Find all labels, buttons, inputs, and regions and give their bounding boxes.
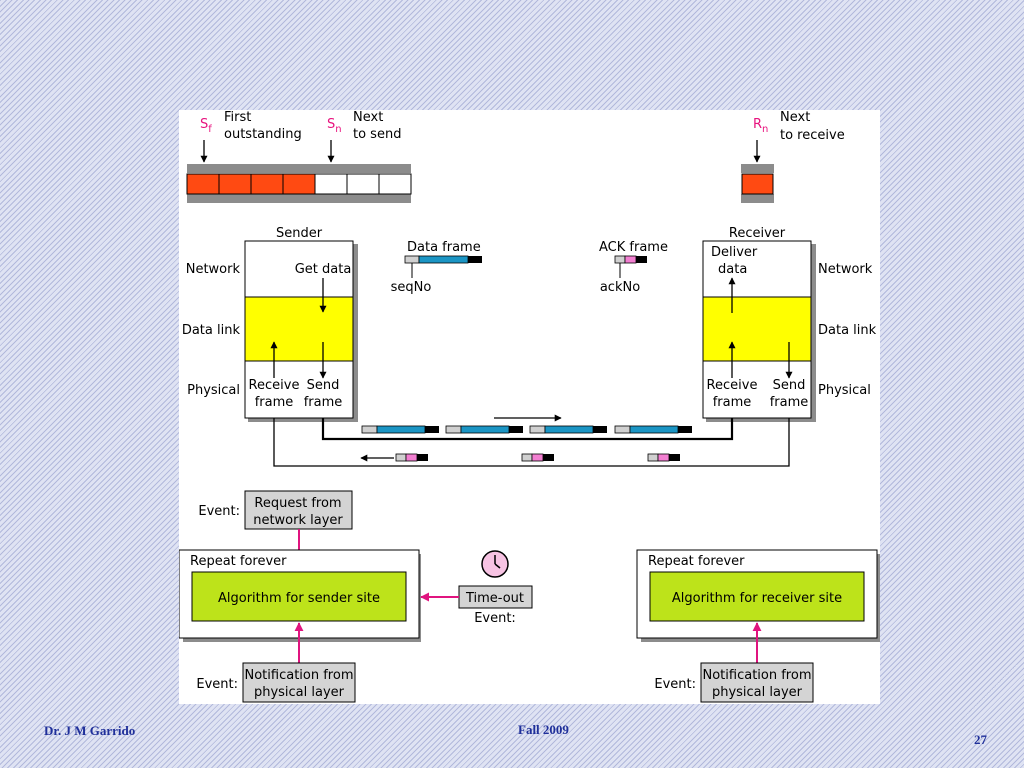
next-to-receive-line1: Next xyxy=(780,110,810,125)
next-to-receive-line2: to receive xyxy=(780,128,845,143)
sender-repeat-forever: Repeat forever xyxy=(190,554,287,569)
receiver-window xyxy=(741,164,774,203)
first-outstanding-line2: outstanding xyxy=(224,127,302,142)
window-slot xyxy=(346,173,380,195)
receiver-datalink-label: Data link xyxy=(818,323,877,338)
data-frames-in-transit xyxy=(361,425,692,434)
data-frame-label: Data frame xyxy=(407,240,481,255)
receiver-deliver-line1: Deliver xyxy=(711,245,758,260)
clock-icon xyxy=(481,550,509,578)
sender-window-slots xyxy=(186,173,412,195)
data-frame xyxy=(445,425,523,434)
receiver-title: Receiver xyxy=(729,226,786,241)
window-slot xyxy=(282,173,316,195)
ack-frame xyxy=(521,453,554,462)
sender-send-line1: Send xyxy=(307,378,340,393)
ack-frame xyxy=(647,453,680,462)
footer-term: Fall 2009 xyxy=(518,722,569,737)
footer-author: Dr. J M Garrido xyxy=(44,723,136,738)
sender-algorithm-box xyxy=(191,571,407,622)
stop-and-wait-diagram: Sf First outstanding Sn Next to send Rn … xyxy=(179,110,880,704)
request-event-label: Event: xyxy=(198,504,240,519)
next-to-send-line2: to send xyxy=(353,127,401,142)
rn-label: Rn xyxy=(753,117,768,135)
ack-frame xyxy=(395,453,428,462)
receiver-notification-box xyxy=(700,662,814,703)
data-frame xyxy=(361,425,439,434)
sender-notification-line2: physical layer xyxy=(254,685,345,700)
receiver-send-line2: frame xyxy=(770,395,809,410)
receiver-network-label: Network xyxy=(818,262,873,277)
first-outstanding-line1: First xyxy=(224,110,251,125)
ack-frames-in-transit xyxy=(395,453,680,462)
forward-channel-line xyxy=(321,418,734,441)
timeout-event-label: Event: xyxy=(474,611,516,626)
receiver-stack xyxy=(702,240,812,419)
footer-page-number: 27 xyxy=(974,732,987,747)
seqno-label: seqNo xyxy=(391,280,432,295)
receiver-send-line1: Send xyxy=(773,378,806,393)
window-slot xyxy=(218,173,252,195)
ack-frame-label: ACK frame xyxy=(599,240,668,255)
receiver-physical-label: Physical xyxy=(818,383,871,398)
sender-window xyxy=(186,164,412,203)
receiver-receive-line1: Receive xyxy=(707,378,758,393)
window-slot xyxy=(186,173,220,195)
next-to-send-line1: Next xyxy=(353,110,383,125)
svg-text:Sf: Sf xyxy=(200,117,212,135)
data-frame xyxy=(614,425,692,434)
sn-label: Sn xyxy=(327,117,342,135)
request-event-box xyxy=(244,490,353,530)
window-slot xyxy=(378,173,412,195)
sender-datalink-label: Data link xyxy=(182,323,241,338)
receiver-receive-line2: frame xyxy=(713,395,752,410)
sender-notification-event-label: Event: xyxy=(196,677,238,692)
receiver-notification-line1: Notification from xyxy=(703,668,812,683)
sender-stack xyxy=(244,240,354,419)
sender-receive-line1: Receive xyxy=(249,378,300,393)
sender-notification-box xyxy=(242,662,356,703)
sender-algorithm-label: Algorithm for sender site xyxy=(218,591,380,606)
svg-text:Sn: Sn xyxy=(327,117,342,135)
sender-get-data: Get data xyxy=(295,262,352,277)
window-slot xyxy=(250,173,284,195)
data-frame-legend xyxy=(404,255,482,264)
receiver-algorithm-label: Algorithm for receiver site xyxy=(672,591,842,606)
sf-label: Sf xyxy=(200,117,212,135)
data-frame xyxy=(529,425,607,434)
ackno-label: ackNo xyxy=(600,280,640,295)
sender-receive-line2: frame xyxy=(255,395,294,410)
sender-title: Sender xyxy=(276,226,323,241)
request-line2: network layer xyxy=(253,513,343,528)
window-slot xyxy=(314,173,348,195)
reverse-channel-line xyxy=(273,418,790,467)
receiver-repeat-forever: Repeat forever xyxy=(648,554,745,569)
sender-network-label: Network xyxy=(186,262,241,277)
sender-send-line2: frame xyxy=(304,395,343,410)
svg-text:Rn: Rn xyxy=(753,117,768,135)
sender-physical-label: Physical xyxy=(187,383,240,398)
timeout-label: Time-out xyxy=(465,591,524,606)
receiver-notification-event-label: Event: xyxy=(654,677,696,692)
request-line1: Request from xyxy=(254,496,341,511)
receiver-deliver-line2: data xyxy=(718,262,747,277)
sender-notification-line1: Notification from xyxy=(245,668,354,683)
receiver-notification-line2: physical layer xyxy=(712,685,803,700)
receiver-algorithm-box xyxy=(649,571,865,622)
ack-frame-legend xyxy=(614,255,647,264)
